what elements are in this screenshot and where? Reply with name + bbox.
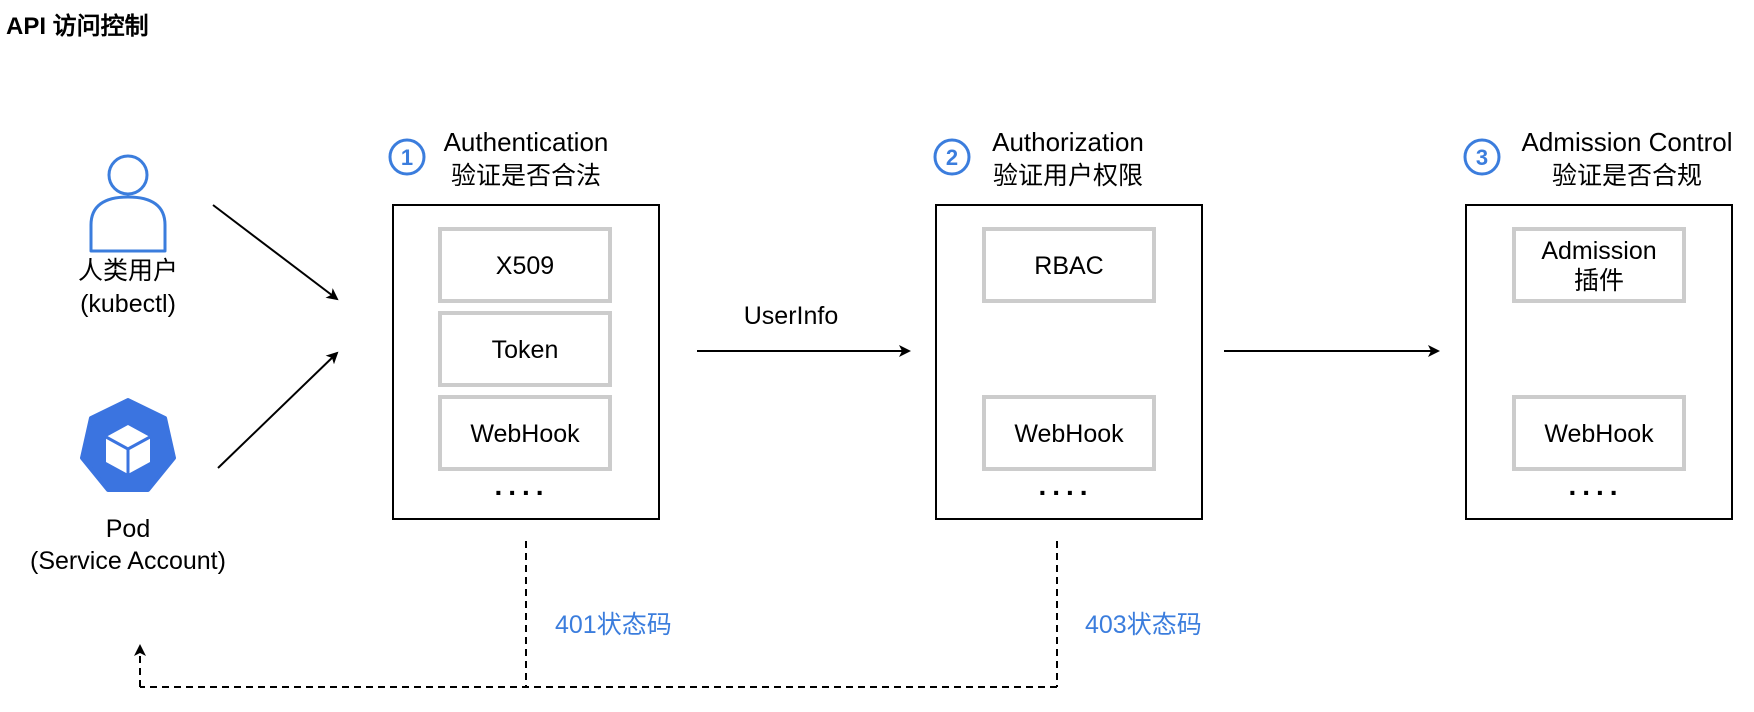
authentication-plugin-x509-label: X509 [496,252,554,280]
authorization-subtitle: 验证用户权限 [993,162,1143,190]
step-1-number: 1 [401,145,413,170]
step-3-number: 3 [1476,145,1488,170]
status-401-label: 401状态码 [555,611,672,639]
pod-actor-sublabel: (Service Account) [30,547,226,575]
authentication-more-ellipsis: .... [494,470,549,501]
authorization-more-ellipsis: .... [1038,470,1093,501]
admission-plugin-label: Admission [1541,237,1656,265]
status-403-label: 403状态码 [1085,611,1202,639]
admission-plugin-webhook [1512,395,1686,471]
pod-to-authentication-arrow [217,351,339,469]
authorization-plugin-rbac [982,227,1156,303]
admission-title: Admission Control [1522,127,1733,157]
step-1-badge: 1 [388,138,426,176]
authentication-plugin-token [438,311,612,387]
admission-plugin-sublabel: 插件 [1574,267,1624,295]
authentication-title: Authentication [444,127,609,157]
admission-subtitle: 验证是否合规 [1552,162,1702,190]
pod-actor-label: Pod [106,515,150,543]
page-title: API 访问控制 [6,12,149,40]
admission-plugin-webhook-label: WebHook [1544,420,1654,448]
authentication-subtitle: 验证是否合法 [451,162,601,190]
authorization-title: Authorization [992,127,1144,157]
authorization-plugin-webhook-label: WebHook [1014,420,1124,448]
admission-more-ellipsis: .... [1568,470,1623,501]
user-icon [89,154,167,253]
user-actor-sublabel: (kubectl) [80,290,176,318]
authentication-plugin-webhook [438,395,612,471]
step-2-number: 2 [946,145,958,170]
step-3-badge: 3 [1463,138,1501,176]
authentication-plugin-webhook-label: WebHook [470,420,580,448]
authorization-plugin-webhook [982,395,1156,471]
user-actor-label: 人类用户 [78,257,178,285]
user-to-authentication-arrow [212,204,339,301]
authorization-plugin-rbac-label: RBAC [1034,252,1103,280]
failure-return-path [134,541,1058,688]
step-2-badge: 2 [933,138,971,176]
authentication-plugin-x509 [438,227,612,303]
userinfo-label: UserInfo [744,302,838,330]
kubernetes-pod-icon [80,398,176,492]
admission-plugin [1512,227,1686,303]
authentication-plugin-token-label: Token [492,336,559,364]
